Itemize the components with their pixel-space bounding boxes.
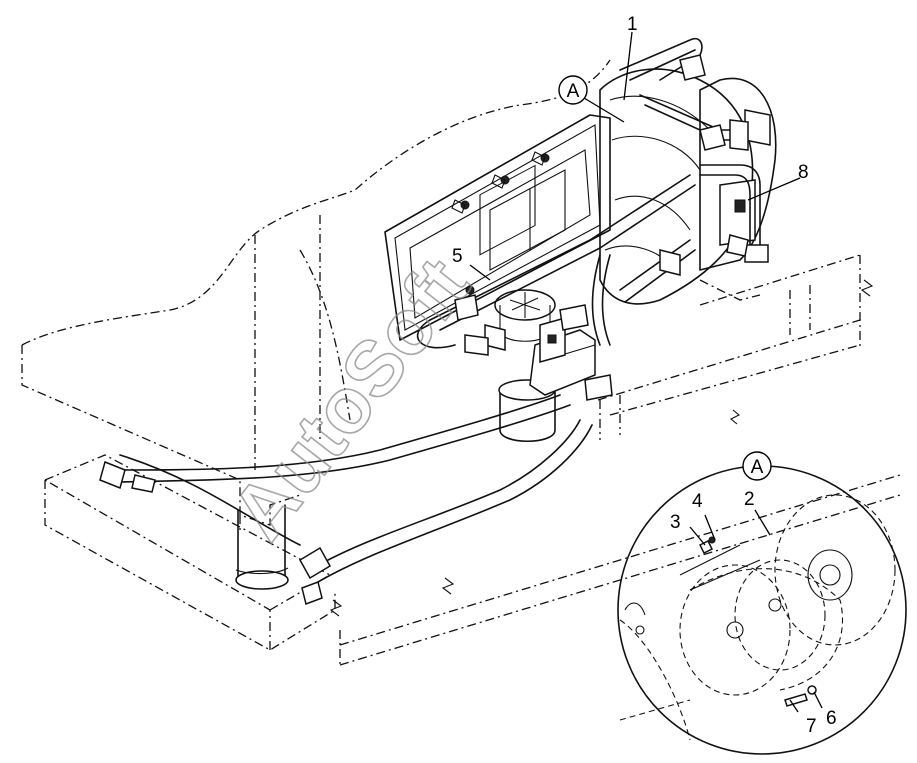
callout-7: 7 xyxy=(806,716,817,737)
detail-marker-a-circle: A xyxy=(742,451,772,481)
detail-letter-circle: A xyxy=(751,457,764,478)
oil-filter-assembly xyxy=(464,289,613,443)
callout-4: 4 xyxy=(692,491,703,512)
cooler-lines xyxy=(99,394,593,605)
watermark-text: AutoSoft xyxy=(214,242,486,556)
callout-labels: 1 8 5 2 3 4 7 6 xyxy=(452,14,837,737)
cooler-tube-runs xyxy=(416,174,696,349)
callout-leaders xyxy=(469,31,823,713)
callout-1: 1 xyxy=(627,14,638,35)
top-hydraulic-lines xyxy=(619,37,769,263)
frame-rails xyxy=(329,254,901,666)
phantom-engine-outline xyxy=(21,59,611,530)
callout-2: 2 xyxy=(744,489,755,510)
detail-marker-a-main: A xyxy=(558,75,588,105)
detail-view-a xyxy=(617,465,907,755)
vertical-pipe xyxy=(235,504,289,590)
callout-3: 3 xyxy=(670,512,681,533)
detail-letter-main: A xyxy=(567,81,580,102)
callout-6: 6 xyxy=(826,708,837,729)
callout-5: 5 xyxy=(452,246,463,267)
callout-8: 8 xyxy=(798,162,809,183)
transmission-housing xyxy=(384,68,754,341)
